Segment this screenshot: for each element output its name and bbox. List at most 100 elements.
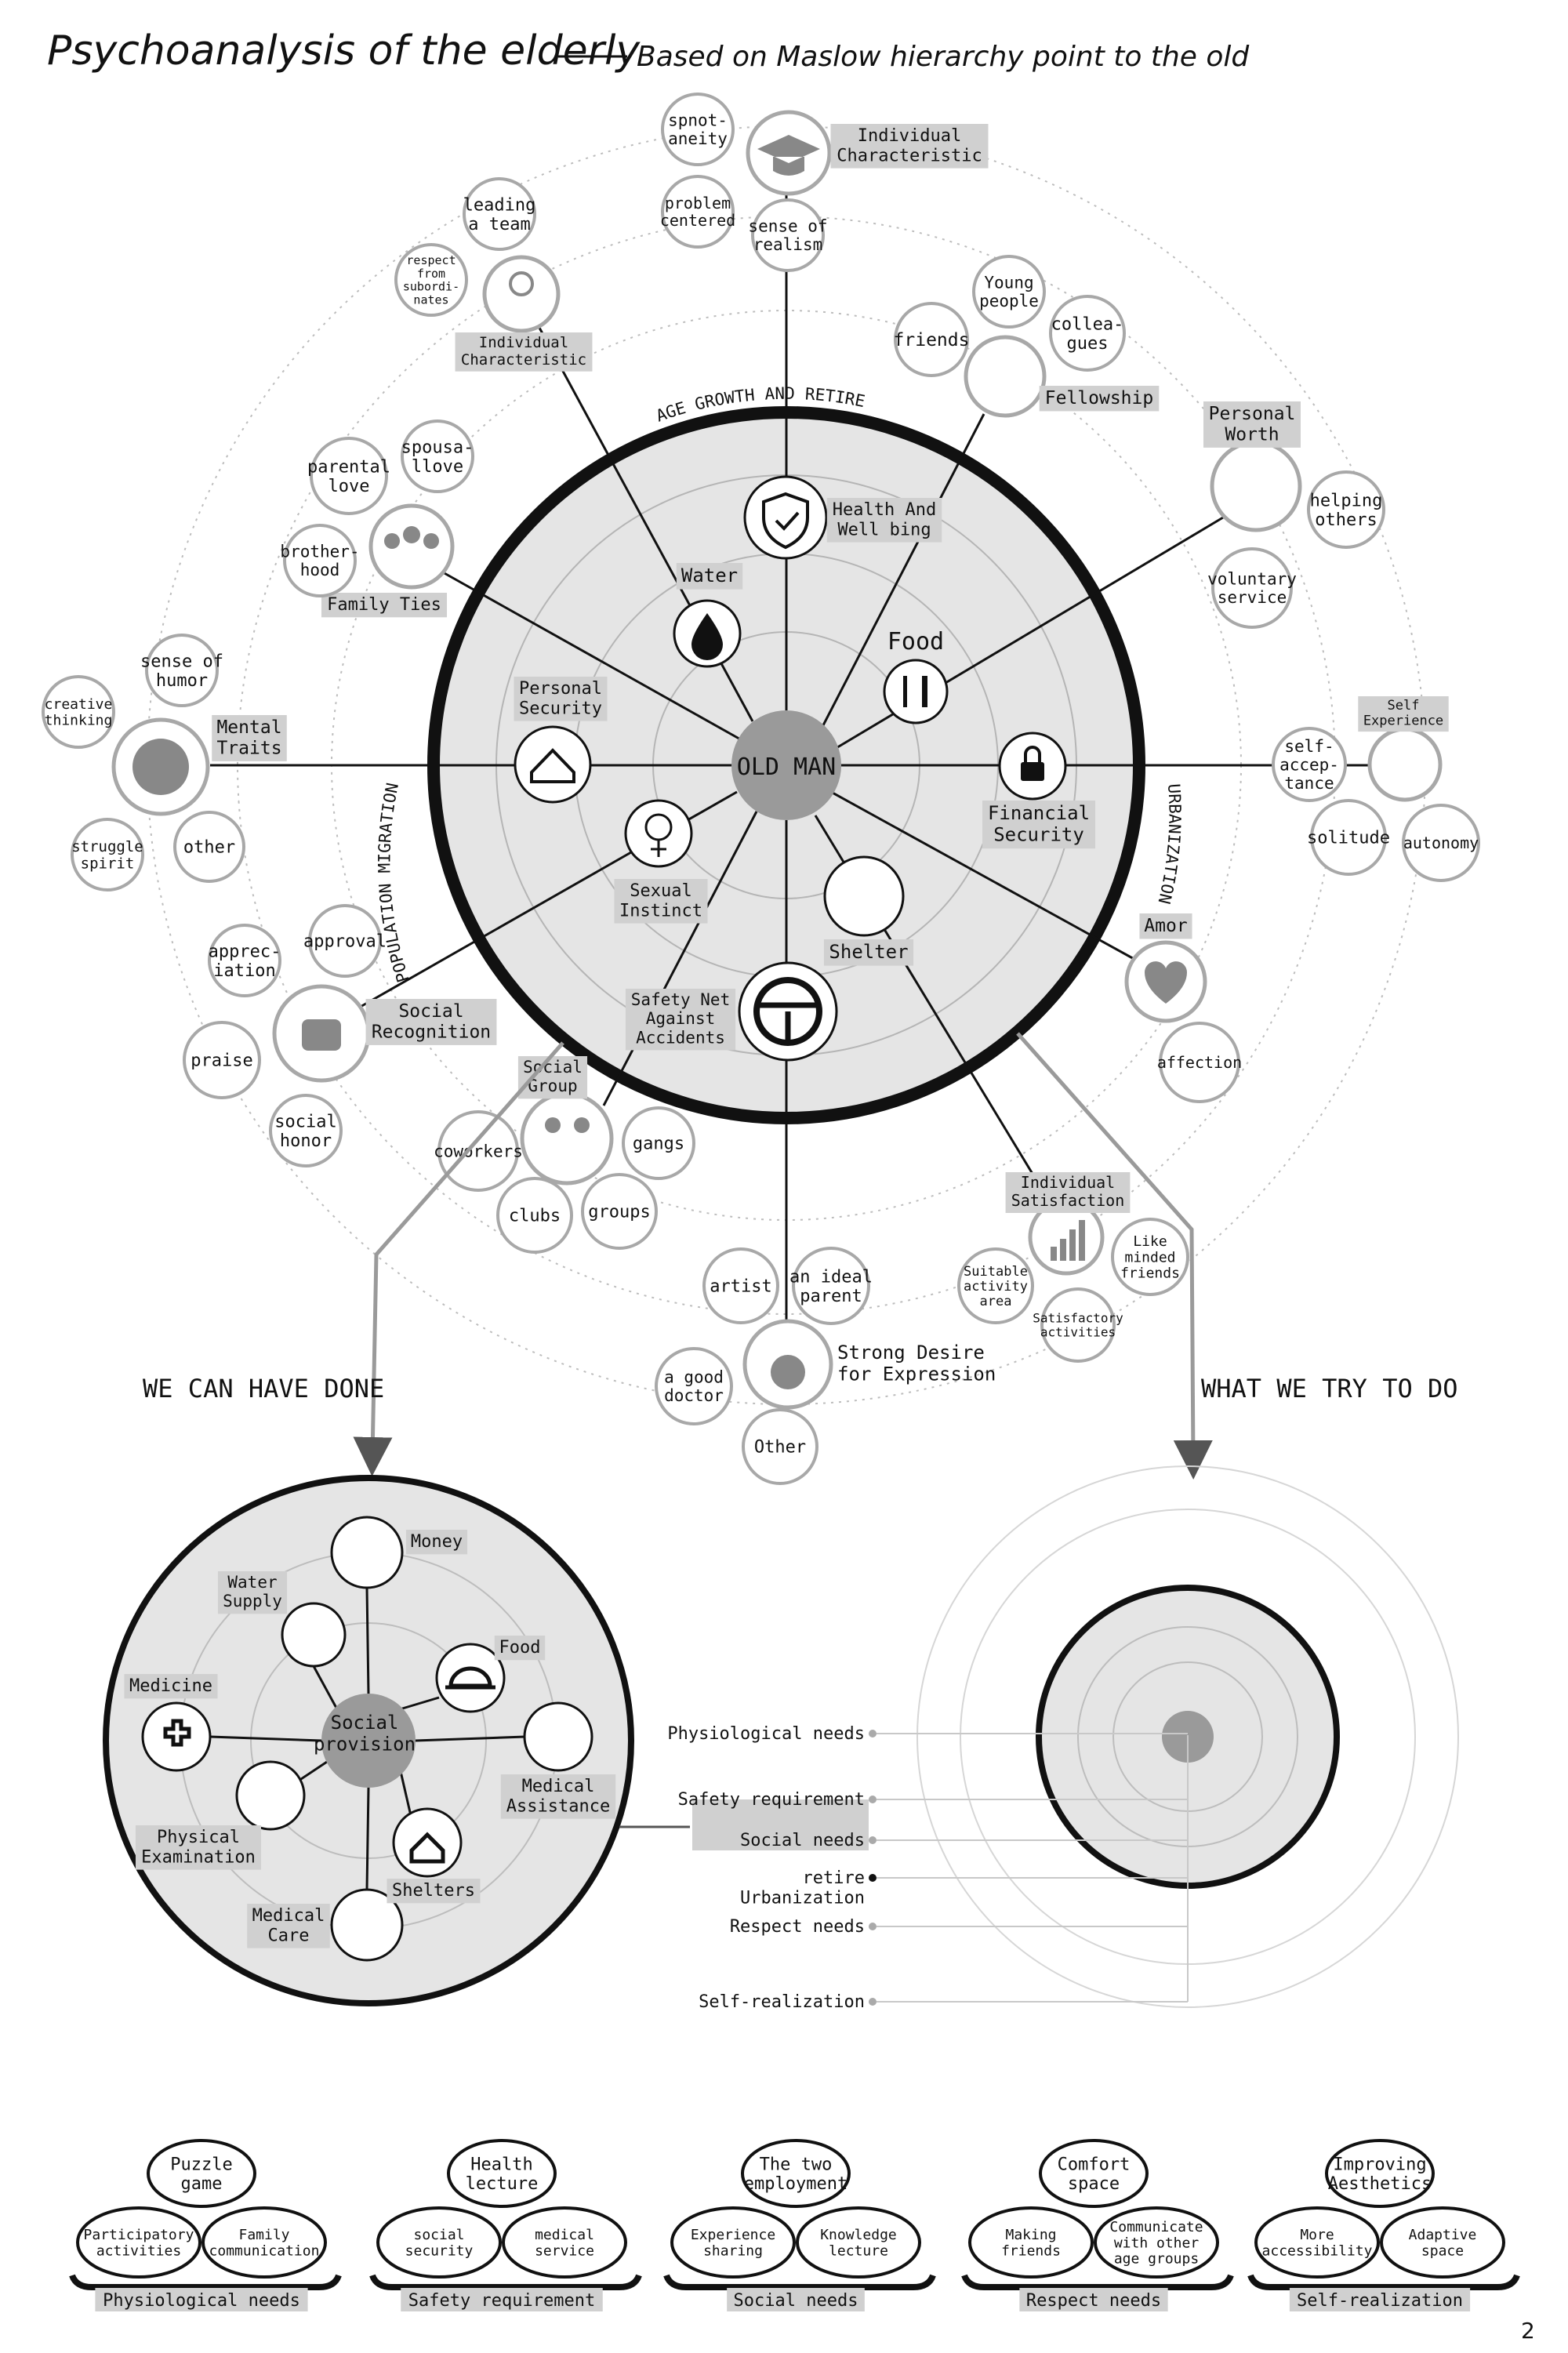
bottom-oval-text: security	[405, 2242, 474, 2259]
bubble-text: spnot-	[668, 111, 728, 130]
characteristic-top-label-line: Individual	[858, 126, 961, 146]
bottom-oval-text: Health	[470, 2155, 532, 2174]
bottom-oval	[447, 2139, 557, 2208]
bottom-oval-text: Family	[238, 2227, 289, 2243]
bubble-friends: friends	[894, 302, 969, 377]
bubble-text: artist	[710, 1277, 771, 1297]
bubble-text: Other	[754, 1438, 806, 1458]
bottom-oval-text: space	[1068, 2174, 1120, 2194]
medical-care-label-line: Medical	[252, 1906, 325, 1926]
network-people-icon	[964, 335, 1047, 418]
strong-desire-label-line: for Expression	[837, 1364, 996, 1385]
bubble-groups: groups	[581, 1173, 658, 1250]
bubble-text: Like	[1133, 1233, 1167, 1250]
arc-label-left: POPULATION MIGRATION	[375, 781, 412, 984]
bottom-oval-text: Aesthetics	[1328, 2174, 1432, 2194]
water-label: Water	[676, 563, 743, 590]
medicine-label: Medicine	[124, 1674, 218, 1699]
bubble-text: creative	[45, 696, 113, 713]
legend-dot	[869, 1998, 877, 2006]
bottom-oval-text: with other	[1114, 2235, 1200, 2251]
section-label-left: WE CAN HAVE DONE	[143, 1374, 384, 1403]
provision-spoke-line	[398, 1767, 413, 1820]
water-supply-icon	[281, 1602, 347, 1668]
bottom-group: The twoemploymentExperiencesharingKnowle…	[663, 2139, 936, 2311]
cap-glyph	[757, 135, 820, 176]
family-1	[384, 533, 400, 549]
strong-desire-label-line: Strong Desire	[837, 1342, 985, 1364]
physical-examination-label-line: Physical	[157, 1828, 240, 1847]
health-label-line: Well bing	[837, 520, 931, 539]
financial-security-label-line: Security	[993, 824, 1084, 846]
bubble-coworkers: coworkers	[434, 1110, 523, 1192]
bubble-text: brother-	[280, 543, 359, 561]
stairs-icon	[1367, 727, 1443, 802]
bubble-text: iation	[213, 961, 275, 981]
shelters-house-icon	[392, 1807, 463, 1878]
legend-dot	[869, 1874, 877, 1882]
person-head-glyph	[509, 271, 534, 296]
bottom-oval	[376, 2206, 502, 2279]
legend-retire-line: Urbanization	[740, 1888, 865, 1908]
bottom-oval	[670, 2206, 796, 2279]
bottom-oval-text: accessibility	[1262, 2242, 1373, 2259]
food-label-line: Food	[499, 1638, 541, 1658]
bubble-self-acceptance: self-accep-tance	[1272, 727, 1347, 802]
water-supply-label-line: Supply	[223, 1592, 282, 1610]
social-recognition-label-line: Social	[398, 1001, 463, 1022]
bubble-text: sense of	[748, 217, 827, 236]
bottom-bracket	[69, 2274, 342, 2290]
bubble-text: an ideal	[789, 1267, 873, 1287]
spoke-line	[602, 811, 758, 1106]
legend-safety: Safety requirement	[678, 1790, 865, 1810]
provision-center-label-line: provision	[314, 1734, 416, 1756]
medical-assistance-icon	[523, 1701, 593, 1772]
bubble-text: Young	[984, 274, 1033, 292]
shield-glyph	[762, 492, 809, 550]
two-people-icon	[520, 1091, 614, 1186]
bubble-text: groups	[588, 1203, 650, 1222]
bottom-bracket	[1247, 2274, 1520, 2290]
legend-self-realization-line: Self-realization	[699, 1992, 865, 2012]
bubble-clubs: clubs	[496, 1177, 573, 1254]
spoke-line	[442, 571, 744, 743]
bubble-text: a good	[664, 1368, 724, 1387]
sexual-instinct-label-line: Sexual	[630, 881, 691, 901]
bottom-oval-text: lecture	[466, 2174, 539, 2194]
food-cloche-icon	[435, 1643, 506, 1713]
bottom-oval-text: service	[535, 2242, 594, 2259]
cloche-glyph	[445, 1666, 495, 1690]
safety-net-label-line: Against	[646, 1009, 716, 1028]
bottom-oval-text: sharing	[703, 2242, 763, 2259]
bubble-text: thinking	[45, 712, 113, 728]
mental-traits-label-line: Traits	[216, 738, 281, 758]
bottom-group: Healthlecturesocialsecuritymedicalservic…	[369, 2139, 642, 2311]
fork-knife-icon	[883, 659, 949, 724]
bubble-brotherhood: brother-hood	[280, 524, 360, 597]
bar-3	[1069, 1229, 1076, 1261]
legend-dot	[869, 1730, 877, 1738]
legend-dot	[869, 1796, 877, 1803]
bubble-approval: approval	[303, 904, 387, 978]
bubble-text: praise	[191, 1051, 252, 1071]
medical-care-icon	[330, 1888, 404, 1962]
house-glyph	[530, 748, 575, 783]
amor-label-line: Amor	[1144, 916, 1187, 936]
personal-worth-label-line: Worth	[1225, 424, 1279, 445]
characteristic-left-label-line: Individual	[479, 334, 568, 351]
bubble-text: voluntary	[1207, 570, 1297, 589]
bubble-text: realism	[753, 235, 823, 254]
medical-care-label-line: Care	[268, 1926, 310, 1945]
health-label-line: Health And	[833, 500, 936, 520]
provision-spoke-line	[209, 1735, 322, 1742]
bottom-oval-text: friends	[1001, 2242, 1061, 2259]
